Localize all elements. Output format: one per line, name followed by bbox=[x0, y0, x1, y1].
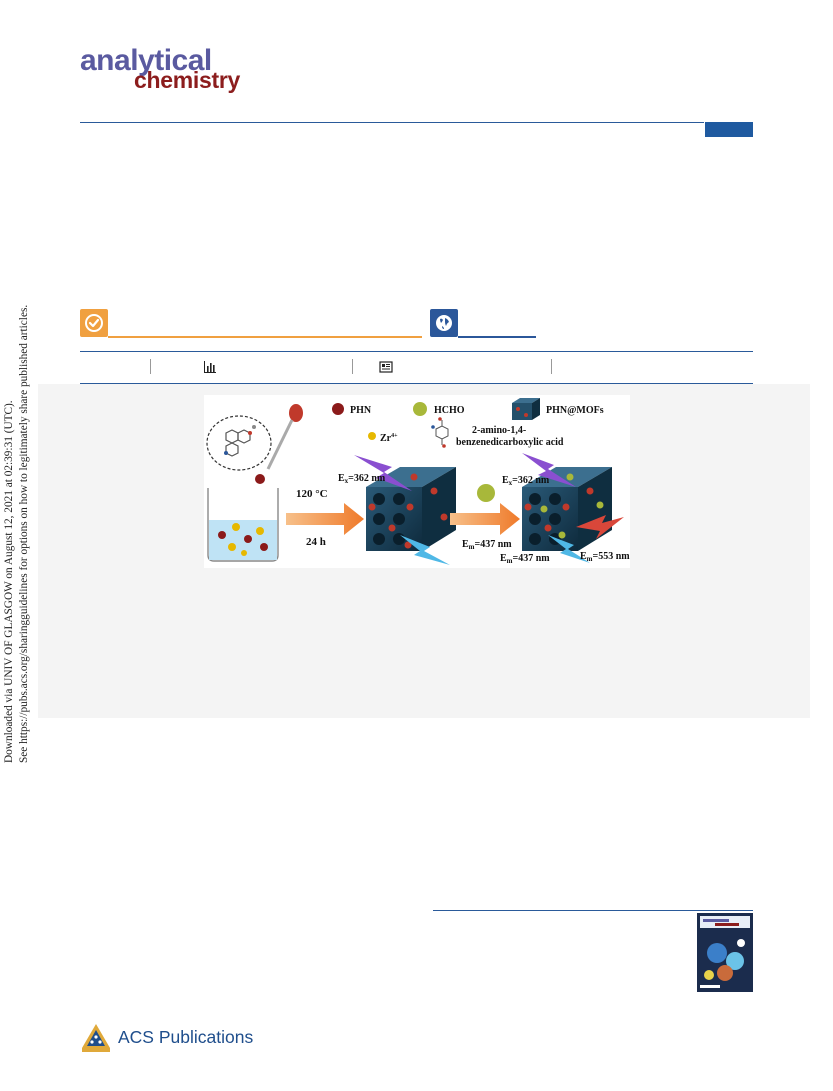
metrics-divider bbox=[551, 359, 552, 374]
legend-hcho: HCHO bbox=[434, 405, 465, 416]
phn-droplet bbox=[255, 474, 265, 484]
legend-phn: PHN bbox=[350, 405, 372, 416]
emission-bolt-red bbox=[576, 515, 624, 539]
bar-chart-icon[interactable] bbox=[203, 360, 217, 374]
access-rule-blue bbox=[458, 336, 536, 338]
article-icon[interactable] bbox=[379, 360, 393, 374]
synthesis-arrow bbox=[286, 503, 364, 535]
ex2-label: Ex=362 nm bbox=[502, 475, 550, 487]
synthesis-temperature: 120 °C bbox=[296, 488, 328, 500]
access-rule-orange bbox=[108, 336, 422, 338]
legend-zr: Zr4+ bbox=[380, 433, 398, 444]
publisher-name: ACS Publications bbox=[118, 1027, 254, 1047]
check-icon bbox=[80, 309, 108, 337]
journal-cover-thumbnail[interactable] bbox=[697, 913, 753, 992]
download-note-line1: Downloaded via UNIV OF GLASGOW on August… bbox=[3, 400, 15, 763]
download-note: Downloaded via UNIV OF GLASGOW on August… bbox=[2, 305, 32, 1091]
header-rule bbox=[80, 122, 704, 123]
legend-zr-swatch bbox=[368, 432, 376, 440]
toc-graphic: 120 °C 24 h Ex=362 nm bbox=[204, 395, 630, 568]
synthesis-time: 24 h bbox=[306, 536, 326, 548]
legend-linker-line2: benzenedicarboxylic acid bbox=[456, 437, 564, 448]
metrics-rule-top bbox=[80, 351, 753, 352]
molecule-bubble bbox=[206, 415, 272, 471]
dropper-tube bbox=[266, 419, 294, 470]
journal-logo-line2: chemistry bbox=[134, 67, 240, 93]
legend-hcho-swatch bbox=[413, 402, 427, 416]
excitation-bolt-2 bbox=[522, 453, 576, 487]
phn-molecule bbox=[225, 429, 251, 457]
metrics-rule-bottom bbox=[80, 383, 753, 384]
em2-label: Em=437 nm bbox=[500, 553, 550, 565]
hcho-particle bbox=[477, 484, 495, 502]
footer-rule bbox=[433, 910, 753, 911]
metrics-divider bbox=[150, 359, 151, 374]
legend-linker-line1: 2-amino-1,4- bbox=[472, 425, 526, 436]
legend-phn-swatch bbox=[332, 403, 344, 415]
legend-phn-mofs: PHN@MOFs bbox=[546, 405, 604, 416]
sensing-arrow bbox=[450, 503, 520, 535]
emission-bolt-2 bbox=[548, 535, 590, 563]
legend-phn-mofs-swatch bbox=[512, 398, 540, 420]
emission-bolt-1 bbox=[400, 535, 450, 565]
acs-logo-icon bbox=[80, 1022, 112, 1054]
metrics-divider bbox=[352, 359, 353, 374]
journal-logo-line1: analytical bbox=[80, 44, 212, 77]
download-note-line2: See https://pubs.acs.org/sharingguidelin… bbox=[18, 304, 30, 763]
toc-graphic-svg: 120 °C 24 h Ex=362 nm bbox=[206, 398, 630, 565]
excitation-bolt-1 bbox=[354, 455, 412, 491]
legend-linker-molecule bbox=[435, 420, 449, 445]
header-tab-box bbox=[705, 122, 753, 137]
dropper-bulb bbox=[289, 404, 303, 422]
mof-cube-2 bbox=[522, 467, 612, 551]
globe-icon[interactable] bbox=[430, 309, 458, 337]
em1-label: Em=437 nm bbox=[462, 539, 512, 551]
em3-label: Em=553 nm bbox=[580, 551, 630, 563]
ex1-label: Ex=362 nm bbox=[338, 473, 386, 485]
